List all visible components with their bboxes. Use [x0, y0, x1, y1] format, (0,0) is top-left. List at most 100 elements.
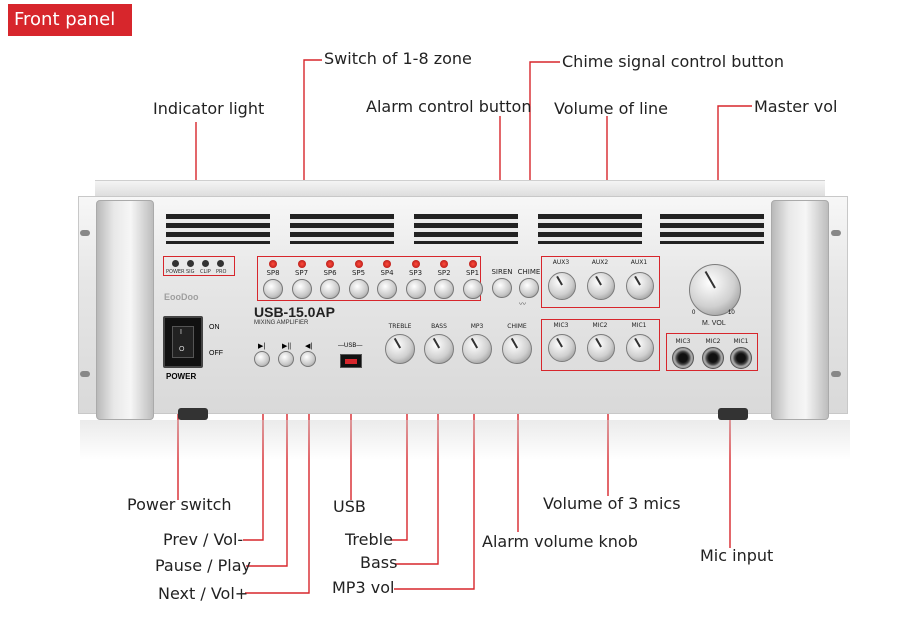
power-rocker — [172, 326, 194, 358]
callout-indicator: Indicator light — [153, 99, 265, 118]
master-label: M. VOL — [702, 320, 726, 327]
master-volume-knob[interactable] — [689, 264, 741, 316]
power-on-label: ON — [209, 324, 220, 331]
prev-vol-down-button[interactable] — [254, 351, 270, 367]
chime-label: CHIME — [517, 268, 541, 276]
master-min: 0 — [692, 310, 696, 316]
zone-led — [297, 260, 306, 268]
mic2-jack[interactable] — [702, 347, 724, 369]
zone-label: SP3 — [408, 269, 423, 277]
callout-mp3: MP3 vol — [332, 578, 395, 597]
mic1-volume-knob[interactable] — [626, 334, 654, 362]
callout-zone-switch: Switch of 1-8 zone — [324, 49, 472, 68]
aux3-knob[interactable] — [548, 272, 576, 300]
vent — [538, 214, 642, 244]
zone-switch-button[interactable] — [434, 279, 454, 299]
vent — [414, 214, 518, 244]
prev-icon: ▶| — [258, 343, 266, 350]
indicator-led — [202, 260, 209, 267]
zone-label: SP7 — [294, 269, 309, 277]
aux2-knob[interactable] — [587, 272, 615, 300]
zone-label: SP2 — [437, 269, 451, 277]
aux-label: AUX3 — [552, 259, 570, 266]
zone-switch-button[interactable] — [263, 279, 283, 299]
callout-pause: Pause / Play — [155, 556, 251, 575]
usb-label: —USB— — [338, 343, 363, 349]
next-vol-up-button[interactable] — [300, 351, 316, 367]
callout-bass: Bass — [360, 553, 398, 572]
zone-label: SP5 — [351, 269, 366, 277]
power-switch[interactable]: I O — [163, 316, 203, 368]
mic-jack-label: MIC1 — [733, 338, 749, 345]
mic3-jack[interactable] — [672, 347, 694, 369]
power-mark-on: I — [180, 329, 182, 336]
indicator-label: POWER — [166, 269, 185, 275]
mic2-volume-knob[interactable] — [587, 334, 615, 362]
zone-led — [354, 260, 363, 268]
aux-label: AUX2 — [591, 259, 609, 266]
zone-led — [411, 260, 420, 268]
zone-label: SP1 — [465, 269, 480, 277]
foot — [718, 408, 748, 420]
indicator-label: PRO — [216, 269, 227, 275]
callout-prev: Prev / Vol- — [163, 530, 244, 549]
tone-knob-chime[interactable] — [502, 334, 532, 364]
callout-volume-line: Volume of line — [554, 99, 668, 118]
zone-switch-button[interactable] — [291, 279, 312, 299]
zone-switch-button[interactable] — [377, 279, 397, 299]
front-panel-title: Front panel — [8, 4, 132, 36]
indicator-box — [163, 256, 235, 276]
right-handle — [771, 200, 829, 420]
siren-label: SIREN — [491, 268, 513, 276]
aux-label: AUX1 — [630, 259, 648, 266]
model-subtitle: MIXING AMPLIFIER — [254, 320, 309, 326]
usb-port[interactable] — [340, 354, 362, 368]
callout-usb: USB — [333, 497, 366, 516]
zone-switch-button[interactable] — [320, 279, 340, 299]
callout-master-vol: Master vol — [754, 97, 838, 116]
siren-button[interactable] — [492, 278, 512, 298]
aux-volume-box — [541, 256, 660, 308]
power-off-label: OFF — [209, 350, 223, 357]
tone-knob-bass[interactable] — [424, 334, 454, 364]
callout-next: Next / Vol+ — [158, 584, 249, 603]
callout-alarm-knob: Alarm volume knob — [482, 532, 638, 551]
power-mark-off: O — [179, 346, 185, 353]
indicator-label: CLIP — [200, 269, 211, 275]
play-pause-icon: ▶|| — [282, 343, 292, 350]
mic-input-box — [666, 333, 758, 371]
mic-vol-label: MIC2 — [592, 322, 608, 329]
power-label: POWER — [166, 372, 197, 381]
mic1-jack[interactable] — [730, 347, 752, 369]
tone-label: BASS — [431, 323, 447, 330]
mic3-volume-knob[interactable] — [548, 334, 576, 362]
tone-knob-mp3[interactable] — [462, 334, 492, 364]
callout-volume-mics: Volume of 3 mics — [543, 494, 681, 513]
brand-logo: EooDoo — [164, 292, 199, 302]
model-name: USB-15.0AP — [254, 304, 335, 320]
zone-switch-button[interactable] — [348, 279, 369, 299]
rack-hole — [80, 371, 90, 377]
foot — [178, 408, 208, 420]
next-icon: ◀| — [305, 343, 313, 350]
chime-button[interactable] — [519, 278, 539, 298]
tone-label: CHIME — [507, 323, 527, 330]
indicator-led — [172, 260, 179, 267]
zone-switch-button[interactable] — [405, 279, 426, 299]
zone-led — [269, 260, 277, 268]
callout-treble: Treble — [345, 530, 393, 549]
tone-knob-treble[interactable] — [385, 334, 415, 364]
aux1-knob[interactable] — [626, 272, 654, 300]
chassis-reflection — [80, 420, 850, 460]
callout-mic-input: Mic input — [700, 546, 774, 565]
left-handle — [96, 200, 154, 420]
rack-hole — [831, 230, 841, 236]
zone-label: SP8 — [266, 269, 280, 277]
mic-jack-label: MIC2 — [705, 338, 721, 345]
pause-play-button[interactable] — [278, 351, 294, 367]
vent — [660, 214, 764, 244]
zone-label: SP4 — [380, 269, 394, 277]
mic-vol-label: MIC1 — [631, 322, 647, 329]
zone-switch-button[interactable] — [462, 279, 483, 299]
zone-box — [257, 256, 481, 301]
